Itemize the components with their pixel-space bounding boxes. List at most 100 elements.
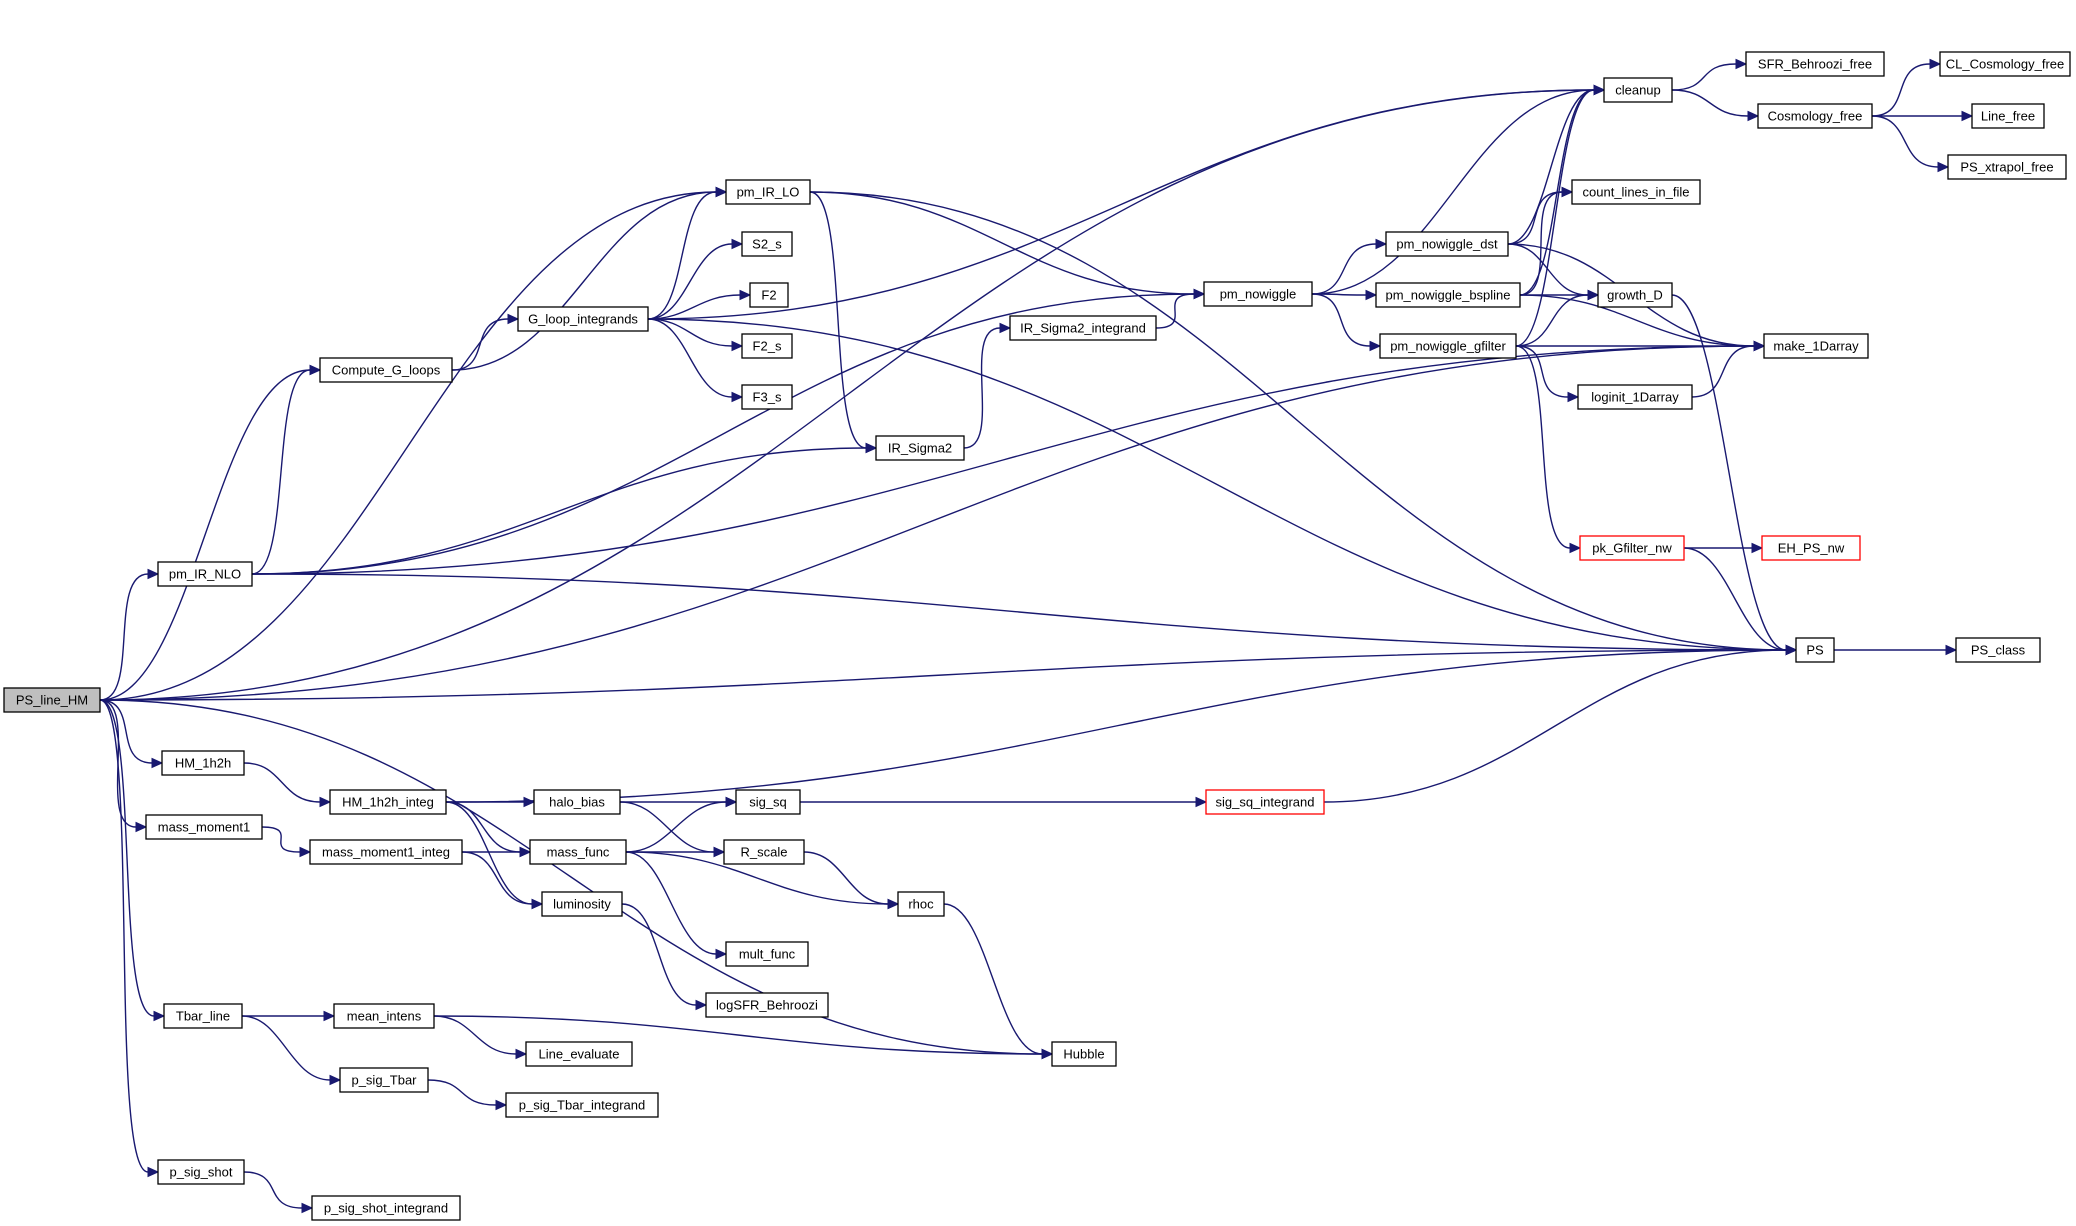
node-r-scale[interactable]: R_scale <box>723 839 805 865</box>
edge-layer <box>99 58 1974 1214</box>
arrowhead <box>1929 58 1942 70</box>
node-mass-moment1[interactable]: mass_moment1 <box>145 814 263 840</box>
arrowhead <box>1747 110 1760 122</box>
node-mass-moment1-integ[interactable]: mass_moment1_integ <box>309 839 463 865</box>
node-ps-line-hm[interactable]: PS_line_HM <box>3 687 101 713</box>
node-make-1darray[interactable]: make_1Darray <box>1763 333 1869 359</box>
node-hubble[interactable]: Hubble <box>1051 1041 1117 1067</box>
node-p-sig-shot[interactable]: p_sig_shot <box>157 1159 245 1185</box>
arrowhead <box>999 322 1012 334</box>
arrowhead <box>1735 58 1748 70</box>
node-box <box>1009 315 1157 341</box>
arrowhead <box>1369 340 1382 352</box>
edge-line <box>1311 89 1595 295</box>
node-hm-1h2h[interactable]: HM_1h2h <box>161 750 245 776</box>
node-label: p_sig_Tbar_integrand <box>519 1098 645 1113</box>
node-count-lines-in-file[interactable]: count_lines_in_file <box>1571 179 1701 205</box>
node-ir-sigma2-integrand[interactable]: IR_Sigma2_integrand <box>1009 315 1157 341</box>
node-mean-intens[interactable]: mean_intens <box>333 1003 435 1029</box>
node-ps-xtrapol-free[interactable]: PS_xtrapol_free <box>1947 154 2067 180</box>
edge-line <box>1507 89 1595 245</box>
edge-hm-1h2h-integ-to-halo-bias <box>446 796 536 808</box>
edge-line <box>647 318 733 347</box>
node-cleanup[interactable]: cleanup <box>1603 77 1673 103</box>
node-box <box>517 306 649 332</box>
node-ps[interactable]: PS <box>1795 637 1835 663</box>
node-loginit-1darray[interactable]: loginit_1Darray <box>1577 384 1693 410</box>
node-pm-ir-lo[interactable]: pm_IR_LO <box>725 179 811 205</box>
node-luminosity[interactable]: luminosity <box>541 891 623 917</box>
node-p-sig-tbar[interactable]: p_sig_Tbar <box>339 1067 429 1093</box>
node-pm-nowiggle-gfilter[interactable]: pm_nowiggle_gfilter <box>1379 333 1517 359</box>
node-growth-d[interactable]: growth_D <box>1597 282 1673 308</box>
node-f2[interactable]: F2 <box>749 282 789 308</box>
node-compute-g-loops[interactable]: Compute_G_loops <box>319 357 453 383</box>
node-tbar-line[interactable]: Tbar_line <box>163 1003 243 1029</box>
node-eh-ps-nw[interactable]: EH_PS_nw <box>1761 535 1861 561</box>
node-rhoc[interactable]: rhoc <box>897 891 945 917</box>
node-ps-class[interactable]: PS_class <box>1955 637 2041 663</box>
edge-rhoc-to-hubble <box>943 903 1054 1060</box>
node-cl-cosmology-free[interactable]: CL_Cosmology_free <box>1939 51 2071 77</box>
node-s2-s[interactable]: S2_s <box>741 231 793 257</box>
node-label: pm_IR_LO <box>737 185 800 200</box>
edge-pk-gfilter-nw-to-ps <box>1683 547 1798 656</box>
arrowhead <box>1195 796 1208 808</box>
node-pm-nowiggle-dst[interactable]: pm_nowiggle_dst <box>1385 231 1509 257</box>
node-mass-func[interactable]: mass_func <box>529 839 627 865</box>
node-label: p_sig_shot <box>170 1165 233 1180</box>
node-sfr-behroozi-free[interactable]: SFR_Behroozi_free <box>1745 51 1885 77</box>
arrowhead <box>1937 161 1950 173</box>
node-halo-bias[interactable]: halo_bias <box>533 789 621 815</box>
arrowhead <box>323 1010 336 1022</box>
arrowhead <box>147 568 160 580</box>
node-line-free[interactable]: Line_free <box>1971 103 2045 129</box>
node-box <box>1745 51 1885 77</box>
edge-line <box>1515 89 1595 347</box>
node-pm-nowiggle-bspline[interactable]: pm_nowiggle_bspline <box>1375 282 1521 308</box>
arrowhead <box>299 846 312 858</box>
node-line-evaluate[interactable]: Line_evaluate <box>525 1041 633 1067</box>
node-pm-ir-nlo[interactable]: pm_IR_NLO <box>157 561 253 587</box>
node-logsfr-behroozi[interactable]: logSFR_Behroozi <box>705 992 829 1018</box>
edge-line <box>461 851 533 905</box>
node-g-loop-integrands[interactable]: G_loop_integrands <box>517 306 649 332</box>
node-pk-gfilter-nw[interactable]: pk_Gfilter_nw <box>1579 535 1685 561</box>
node-ir-sigma2[interactable]: IR_Sigma2 <box>875 435 965 461</box>
edge-pm-nowiggle-to-pm-nowiggle-bspline <box>1311 289 1378 301</box>
edge-g-loop-integrands-to-ps <box>647 318 1798 656</box>
edge-ir-sigma2-to-ir-sigma2-integrand <box>963 322 1012 449</box>
node-box <box>505 1092 659 1118</box>
edge-line <box>1871 115 1939 168</box>
node-p-sig-tbar-integrand[interactable]: p_sig_Tbar_integrand <box>505 1092 659 1118</box>
edge-line <box>251 447 867 575</box>
edge-line <box>251 345 1755 575</box>
arrowhead <box>731 340 744 352</box>
node-label: Tbar_line <box>176 1009 230 1024</box>
edge-line <box>1515 345 1569 398</box>
edge-halo-bias-to-r-scale <box>619 801 726 858</box>
node-label: HM_1h2h <box>175 756 231 771</box>
edge-line <box>243 762 321 803</box>
edge-mean-intens-to-line-evaluate <box>433 1015 528 1060</box>
edge-line <box>621 903 697 1006</box>
node-mult-func[interactable]: mult_func <box>725 941 809 967</box>
node-sig-sq-integrand[interactable]: sig_sq_integrand <box>1205 789 1325 815</box>
node-cosmology-free[interactable]: Cosmology_free <box>1757 103 1873 129</box>
edge-g-loop-integrands-to-f2 <box>647 289 752 320</box>
edge-pm-nowiggle-dst-to-growth-d <box>1507 243 1600 301</box>
node-label: luminosity <box>553 897 611 912</box>
node-sig-sq[interactable]: sig_sq <box>735 789 801 815</box>
node-box <box>157 1159 245 1185</box>
edge-pm-ir-lo-to-pm-nowiggle <box>809 191 1206 300</box>
node-f3-s[interactable]: F3_s <box>741 384 793 410</box>
node-label: HM_1h2h_integ <box>342 795 434 810</box>
node-pm-nowiggle[interactable]: pm_nowiggle <box>1203 281 1313 307</box>
node-f2-s[interactable]: F2_s <box>741 333 793 359</box>
node-label: pm_nowiggle <box>1220 287 1297 302</box>
node-p-sig-shot-integrand[interactable]: p_sig_shot_integrand <box>311 1195 461 1221</box>
node-label: Cosmology_free <box>1768 109 1863 124</box>
node-label: p_sig_Tbar <box>351 1073 417 1088</box>
node-hm-1h2h-integ[interactable]: HM_1h2h_integ <box>329 789 447 815</box>
